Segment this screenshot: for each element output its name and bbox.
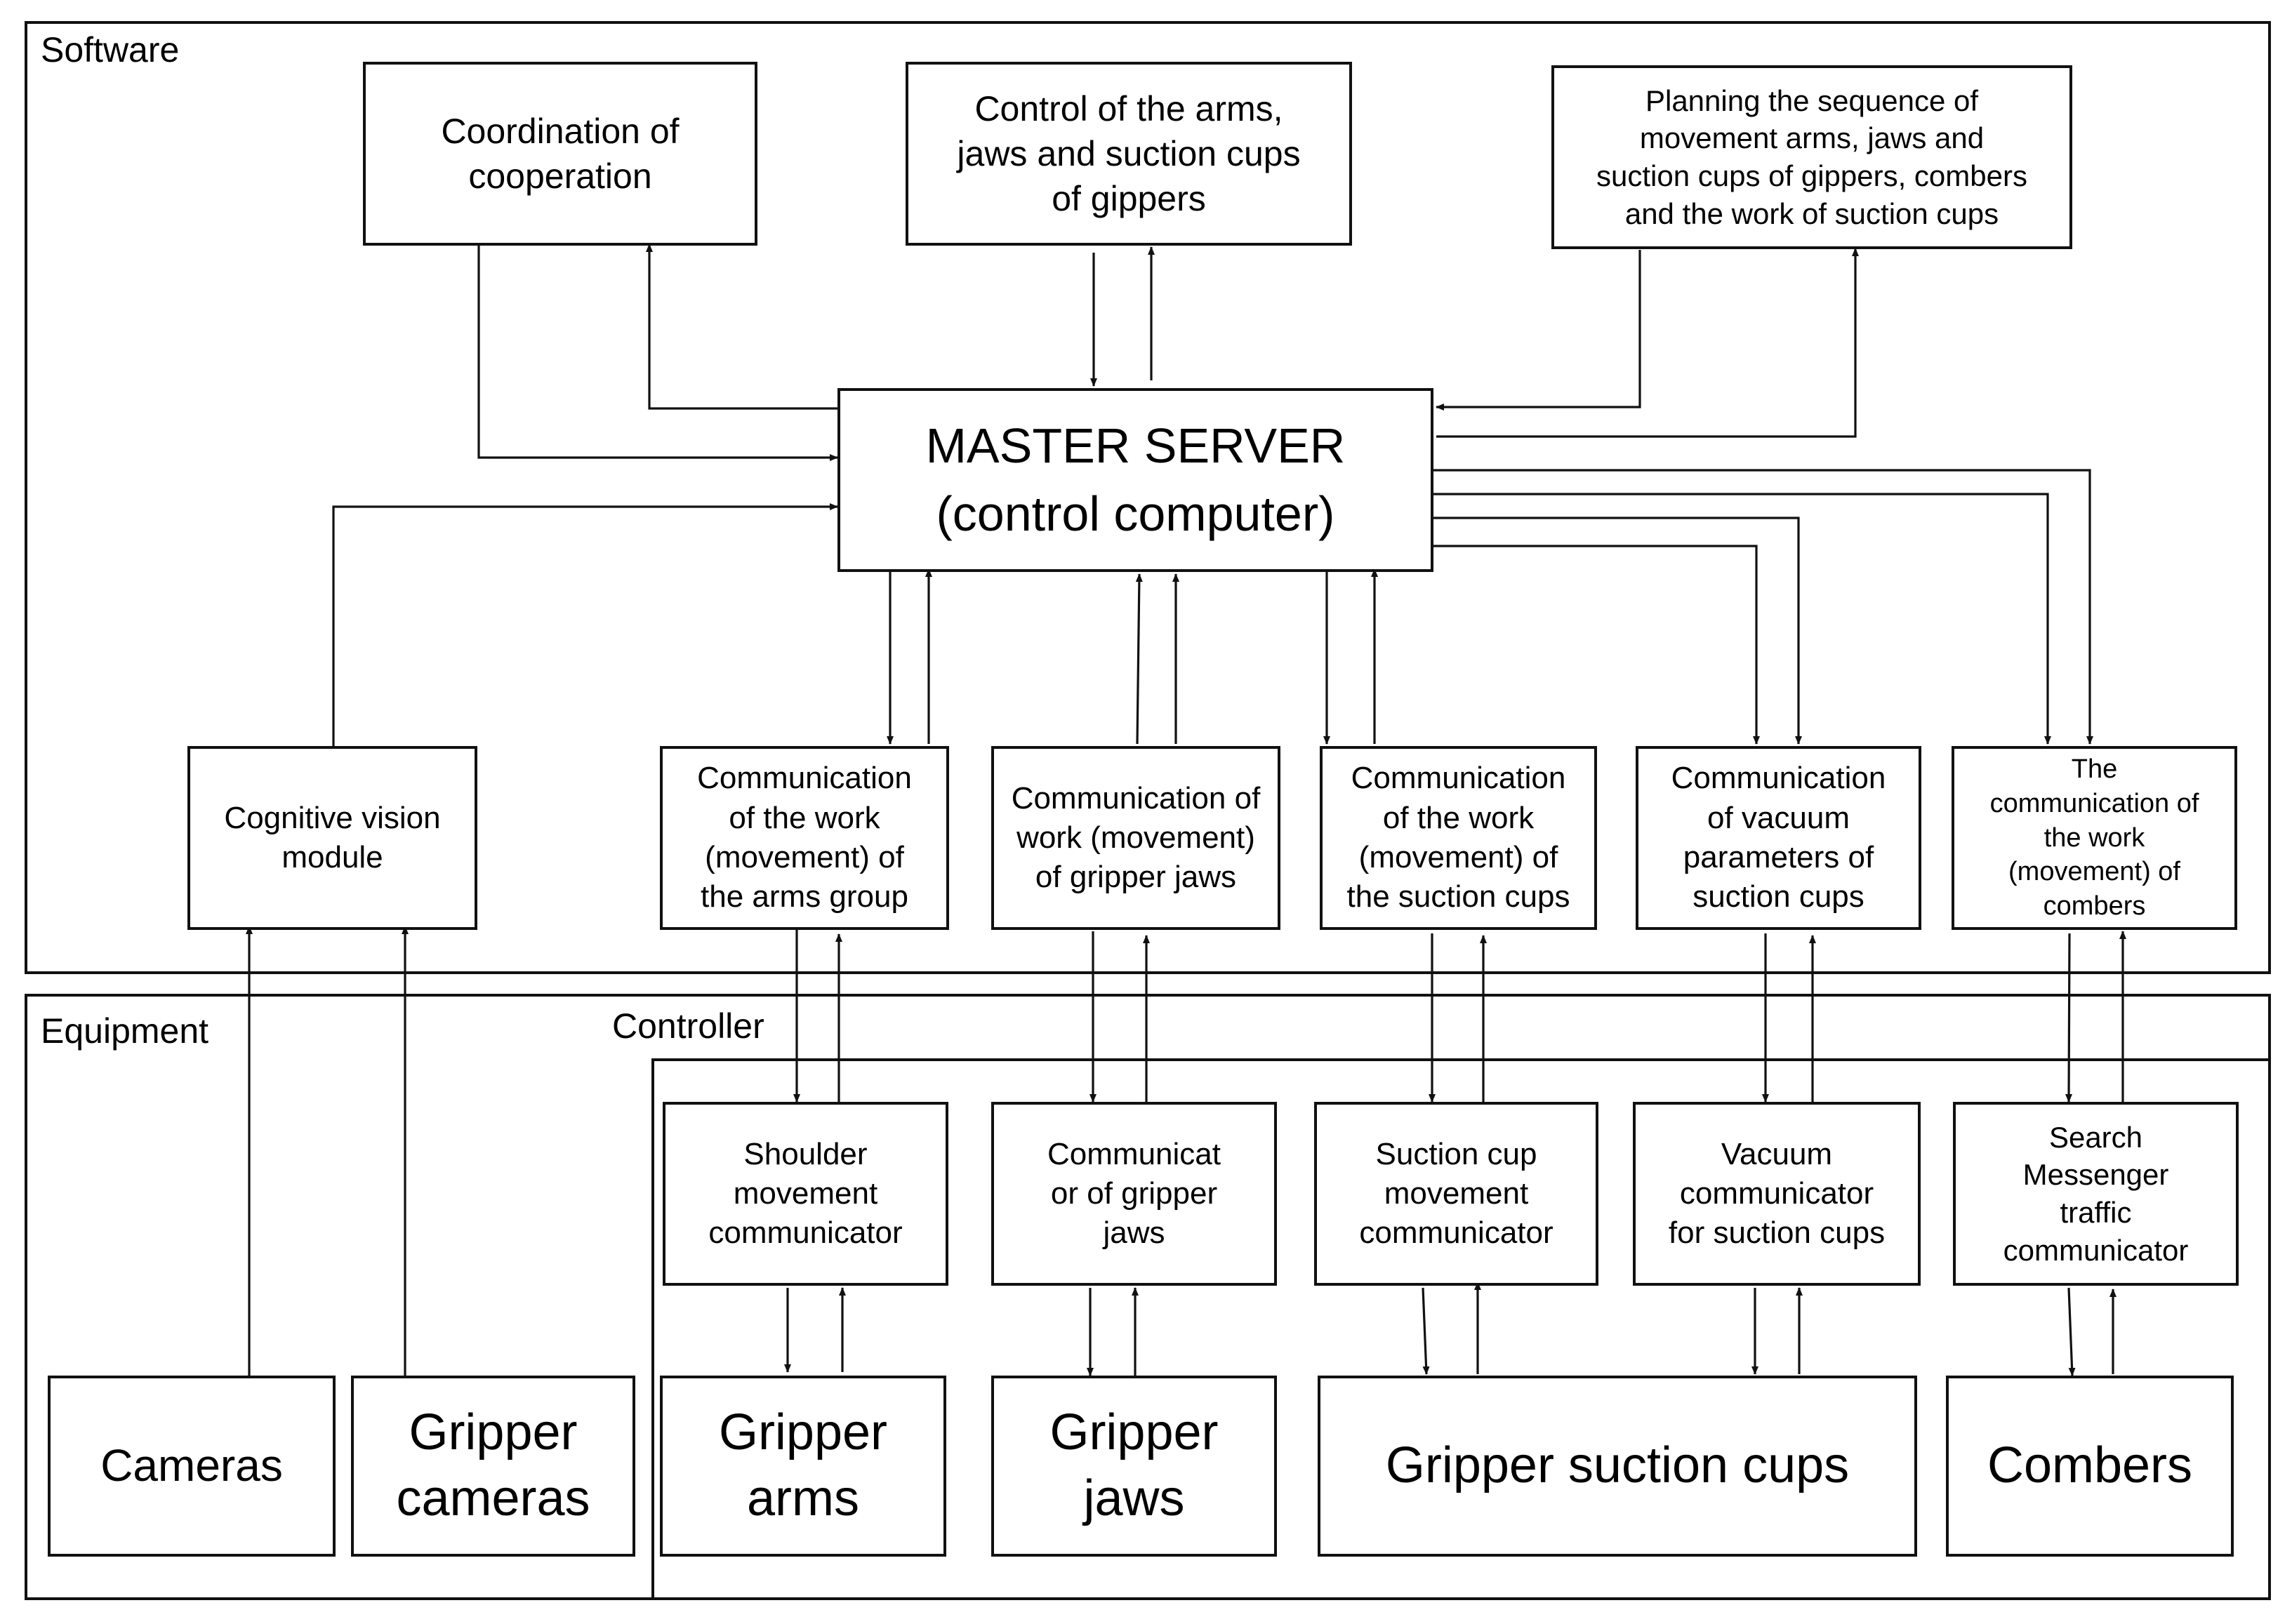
connector-server-to-planning: [1436, 248, 1859, 438]
gripper-suction-cups-box: Gripper suction cups: [1318, 1376, 1917, 1557]
cognitive-vision-module-box: Cognitive vision module: [187, 746, 477, 930]
control-arms-jaws-suction-box: Control of the arms, jaws and suction cu…: [906, 62, 1352, 246]
connector-suction-communicator-to-gripper-suction-cups: [1422, 1287, 1430, 1375]
gripper-jaws-box: Gripper jaws: [991, 1376, 1277, 1557]
connector-server-to-coordination: [646, 244, 839, 410]
connector-server-to-vacuum-1: [1432, 545, 1760, 745]
connector-vision-to-server: [332, 503, 838, 746]
comm-gripper-jaws-box: Communication of work (movement) of grip…: [991, 746, 1280, 930]
software-section-label: Software: [41, 30, 180, 69]
gripper-jaws-communicator-box: Communicat or of gripper jaws: [991, 1102, 1277, 1286]
connector-jaws-comm-to-server-1: [1135, 573, 1143, 745]
software-section: [25, 21, 2271, 974]
planning-sequence-box: Planning the sequence of movement arms, …: [1551, 65, 2072, 249]
master-server-box: MASTER SERVER (control computer): [837, 388, 1433, 572]
vacuum-communicator-box: Vacuum communicator for suction cups: [1633, 1102, 1921, 1286]
connector-planning-to-server: [1436, 250, 1641, 411]
connector-search-communicator-to-combers: [2067, 1287, 2076, 1376]
gripper-arms-box: Gripper arms: [660, 1376, 946, 1557]
comm-suction-cups-box: Communication of the work (movement) of …: [1320, 746, 1597, 930]
controller-section-label: Controller: [612, 1006, 764, 1046]
shoulder-movement-communicator-box: Shoulder movement communicator: [663, 1102, 948, 1286]
comm-combers-box: The communication of the work (movement)…: [1952, 746, 2237, 930]
gripper-cameras-box: Gripper cameras: [351, 1376, 635, 1557]
connector-server-to-vacuum-2: [1432, 517, 1802, 745]
equipment-section-label: Equipment: [41, 1011, 209, 1051]
suction-cup-movement-communicator-box: Suction cup movement communicator: [1314, 1102, 1598, 1286]
controller-section: [651, 1058, 2271, 1600]
comm-arms-group-box: Communication of the work (movement) of …: [660, 746, 949, 930]
connector-server-to-combers-2: [1432, 469, 2093, 745]
connector-coordination-to-server: [477, 244, 838, 461]
combers-box: Combers: [1946, 1376, 2234, 1557]
search-messenger-communicator-box: Search Messenger traffic communicator: [1953, 1102, 2239, 1286]
comm-vacuum-parameters-box: Communication of vacuum parameters of su…: [1636, 746, 1921, 930]
connector-server-to-combers-1: [1432, 493, 2051, 745]
coordination-of-cooperation-box: Coordination of cooperation: [363, 62, 757, 246]
cameras-box: Cameras: [48, 1376, 336, 1557]
